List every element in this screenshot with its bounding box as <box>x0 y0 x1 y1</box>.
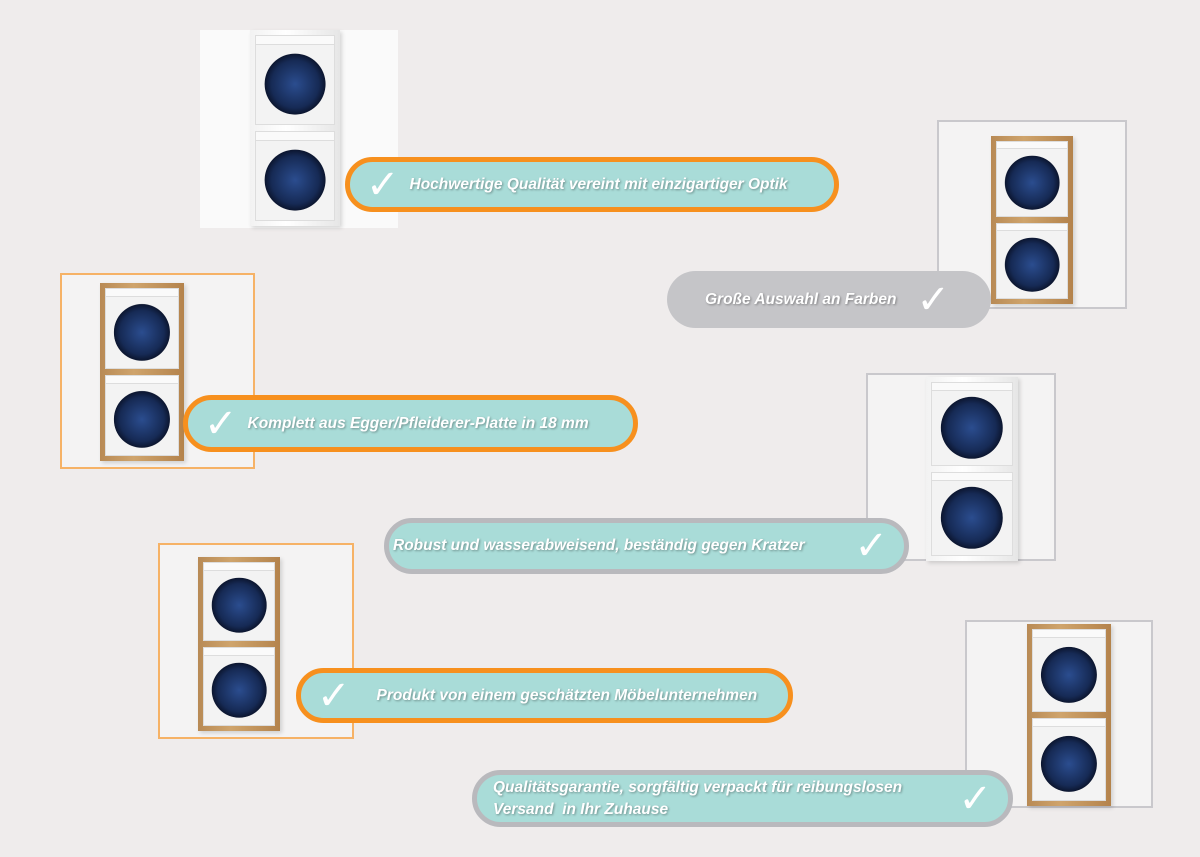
checkmark-icon: ✓ <box>958 776 992 821</box>
feature-pill-company: ✓ Produkt von einem geschätzten Möbelunt… <box>296 668 793 723</box>
checkmark-icon: ✓ <box>317 673 351 718</box>
feature-text: Produkt von einem geschätzten Möbelunter… <box>376 686 758 704</box>
feature-pill-colors: Große Auswahl an Farben ✓ <box>667 271 991 328</box>
feature-pill-guarantee: Qualitätsgarantie, sorgfältig verpackt f… <box>472 770 1013 827</box>
checkmark-icon: ✓ <box>204 401 238 446</box>
feature-text-line1: Qualitätsgarantie, sorgfältig verpackt f… <box>493 778 903 796</box>
product-image-white-1 <box>200 30 398 228</box>
feature-text: Hochwertige Qualität vereint mit einziga… <box>409 175 788 193</box>
feature-text: Große Auswahl an Farben <box>705 290 897 308</box>
feature-pill-robust: Robust und wasserabweisend, beständig ge… <box>384 518 909 574</box>
feature-pill-quality: ✓ Hochwertige Qualität vereint mit einzi… <box>345 157 839 212</box>
feature-text: Qualitätsgarantie, sorgfältig verpackt f… <box>493 777 902 821</box>
feature-text-line2: Versand in Ihr Zuhause <box>493 800 669 818</box>
feature-text: Komplett aus Egger/Pfleiderer-Platte in … <box>247 414 589 432</box>
feature-text: Robust und wasserabweisend, beständig ge… <box>393 537 805 554</box>
feature-pill-material: ✓ Komplett aus Egger/Pfleiderer-Platte i… <box>183 395 638 452</box>
checkmark-icon: ✓ <box>916 277 951 322</box>
checkmark-icon: ✓ <box>366 162 400 207</box>
washer-door <box>264 149 326 211</box>
product-image-oak-4 <box>965 620 1153 808</box>
washer-door <box>264 53 326 115</box>
product-image-white-2 <box>866 373 1056 561</box>
checkmark-icon: ✓ <box>854 524 888 568</box>
